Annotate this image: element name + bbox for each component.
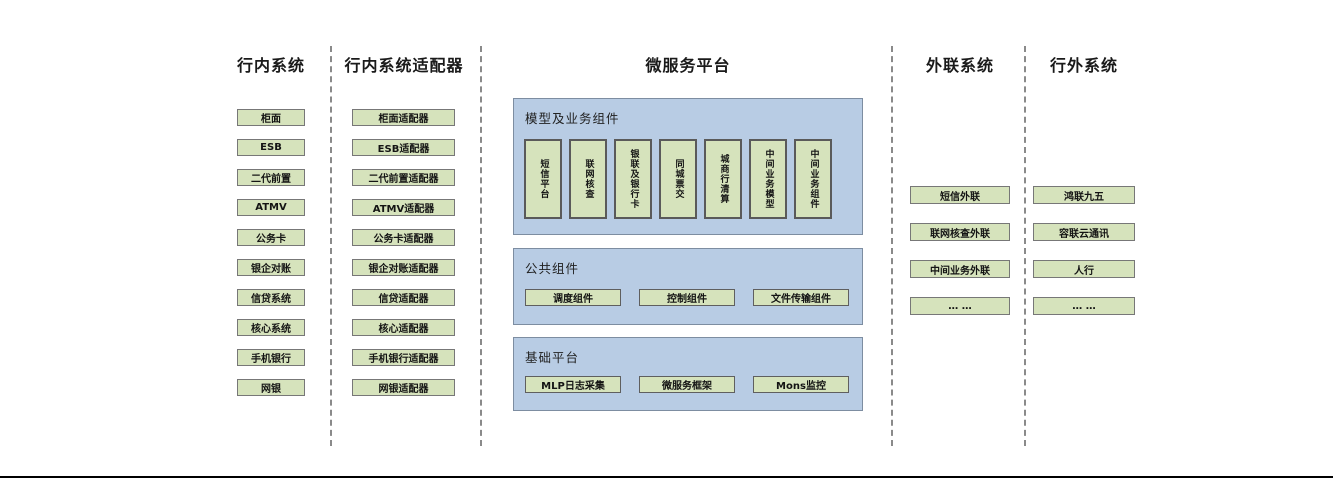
system-box: 手机银行	[237, 349, 305, 366]
internal-systems-column: 柜面 ESB 二代前置 ATMV 公务卡 银企对账 信贷系统 核心系统 手机银行…	[237, 109, 305, 396]
component-box: Mons监控	[753, 376, 849, 393]
component-box: 微服务框架	[639, 376, 735, 393]
outreach-box: … …	[910, 297, 1010, 315]
common-components-row: 调度组件 控制组件 文件传输组件	[525, 289, 849, 306]
component-box: 控制组件	[639, 289, 735, 306]
adapter-box: 手机银行适配器	[352, 349, 455, 366]
component-box: 联网核查	[569, 139, 607, 219]
adapter-box: ESB适配器	[352, 139, 455, 156]
system-box: 二代前置	[237, 169, 305, 186]
lane-title-adapter: 行内系统适配器	[344, 56, 464, 75]
outreach-box: 联网核查外联	[910, 223, 1010, 241]
external-box: 容联云通讯	[1033, 223, 1135, 241]
adapter-column: 柜面适配器 ESB适配器 二代前置适配器 ATMV适配器 公务卡适配器 银企对账…	[352, 109, 455, 396]
system-box: 银企对账	[237, 259, 305, 276]
base-platform-group: 基础平台 MLP日志采集 微服务框架 Mons监控	[513, 337, 863, 411]
adapter-box: 核心适配器	[352, 319, 455, 336]
outreach-column: 短信外联 联网核查外联 中间业务外联 … …	[910, 186, 1010, 315]
system-box: 柜面	[237, 109, 305, 126]
group-title: 基础平台	[525, 350, 580, 365]
component-box: 文件传输组件	[753, 289, 849, 306]
component-box: 中间业务组件	[794, 139, 832, 219]
component-box: 银联及银行卡	[614, 139, 652, 219]
system-box: 网银	[237, 379, 305, 396]
adapter-box: 信贷适配器	[352, 289, 455, 306]
base-platform-row: MLP日志采集 微服务框架 Mons监控	[525, 376, 849, 393]
external-column: 鸿联九五 容联云通讯 人行 … …	[1033, 186, 1135, 315]
external-box: 人行	[1033, 260, 1135, 278]
lane-divider-2	[480, 46, 482, 446]
system-box: 信贷系统	[237, 289, 305, 306]
component-box: 调度组件	[525, 289, 621, 306]
lane-title-external: 行外系统	[1049, 56, 1119, 75]
component-box: 短信平台	[524, 139, 562, 219]
system-box: ESB	[237, 139, 305, 156]
system-box: ATMV	[237, 199, 305, 216]
group-title: 公共组件	[525, 261, 580, 276]
lane-divider-1	[330, 46, 332, 446]
lane-title-internal: 行内系统	[236, 56, 306, 75]
lane-title-platform: 微服务平台	[645, 56, 731, 75]
outreach-box: 中间业务外联	[910, 260, 1010, 278]
lane-divider-4	[1024, 46, 1026, 446]
adapter-box: 二代前置适配器	[352, 169, 455, 186]
external-box: 鸿联九五	[1033, 186, 1135, 204]
component-box: 城商行清算	[704, 139, 742, 219]
bottom-rule	[0, 476, 1333, 478]
common-components-group: 公共组件 调度组件 控制组件 文件传输组件	[513, 248, 863, 325]
component-box: MLP日志采集	[525, 376, 621, 393]
lane-title-outreach: 外联系统	[925, 56, 995, 75]
group-title: 模型及业务组件	[525, 111, 620, 126]
adapter-box: 网银适配器	[352, 379, 455, 396]
model-components-row: 短信平台 联网核查 银联及银行卡 同城票交 城商行清算 中间业务模型 中间业务组…	[524, 139, 832, 219]
model-business-components-group: 模型及业务组件 短信平台 联网核查 银联及银行卡 同城票交 城商行清算 中间业务…	[513, 98, 863, 235]
external-box: … …	[1033, 297, 1135, 315]
adapter-box: 银企对账适配器	[352, 259, 455, 276]
adapter-box: 柜面适配器	[352, 109, 455, 126]
system-box: 核心系统	[237, 319, 305, 336]
component-box: 中间业务模型	[749, 139, 787, 219]
component-box: 同城票交	[659, 139, 697, 219]
outreach-box: 短信外联	[910, 186, 1010, 204]
system-box: 公务卡	[237, 229, 305, 246]
adapter-box: ATMV适配器	[352, 199, 455, 216]
lane-divider-3	[891, 46, 893, 446]
adapter-box: 公务卡适配器	[352, 229, 455, 246]
